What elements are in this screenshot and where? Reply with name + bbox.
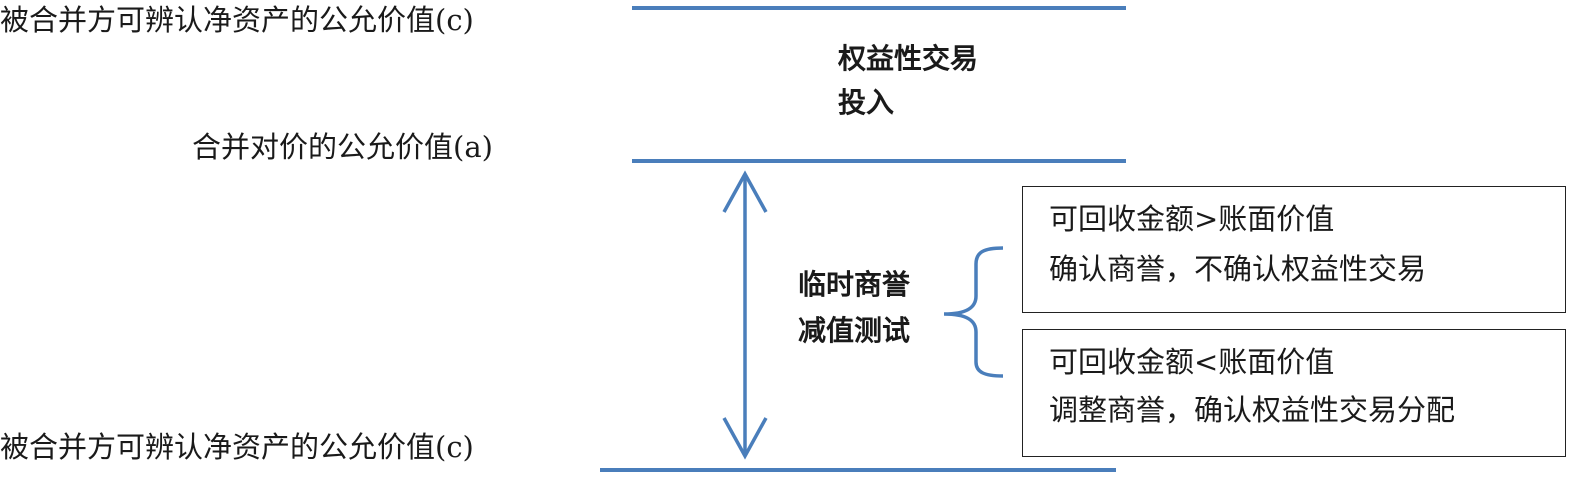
equity-input-label: 投入 xyxy=(838,86,895,119)
recoverable-greater-box: 可回收金额>账面价值 确认商誉，不确认权益性交易 xyxy=(1022,186,1566,313)
recoverable-less-condition: 可回收金额<账面价值 xyxy=(1049,345,1335,379)
arrow-head-down xyxy=(722,417,768,460)
recoverable-less-box: 可回收金额<账面价值 调整商誉，确认权益性交易分配 xyxy=(1022,329,1566,457)
temporary-goodwill-label: 临时商誉 xyxy=(798,268,911,301)
impairment-test-label: 减值测试 xyxy=(798,314,911,347)
label-consideration-fair-value: 合并对价的公允价值(a) xyxy=(192,130,493,164)
label-net-assets-bottom: 被合并方可辨认净资产的公允价值(c) xyxy=(0,430,474,464)
recoverable-less-result: 调整商誉，确认权益性交易分配 xyxy=(1049,393,1456,427)
recoverable-greater-condition: 可回收金额>账面价值 xyxy=(1049,202,1335,236)
equity-transaction-label: 权益性交易 xyxy=(838,42,979,75)
curly-brace xyxy=(943,246,1004,378)
recoverable-greater-result: 确认商誉，不确认权益性交易 xyxy=(1049,252,1427,286)
label-net-assets-top: 被合并方可辨认净资产的公允价值(c) xyxy=(0,3,474,37)
arrow-head-up xyxy=(722,170,768,213)
